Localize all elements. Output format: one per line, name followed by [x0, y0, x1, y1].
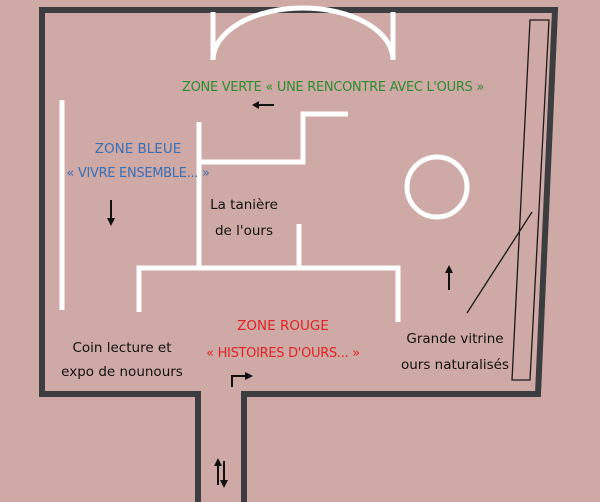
arrow-left-icon: [252, 101, 274, 109]
taniere-wall: [196, 111, 348, 268]
arrow-up-down-icon: [214, 458, 228, 488]
arrow-turn-right-icon: [231, 372, 253, 387]
vitrine-line1: Grande vitrine: [406, 331, 503, 347]
red-zone-wall: [136, 265, 401, 322]
zone-rouge-line1: ZONE ROUGE: [237, 318, 329, 334]
taniere-line1: La tanière: [210, 197, 278, 213]
arrow-up-icon: [445, 265, 453, 290]
vitrine-pointer-line: [466, 211, 533, 314]
vitrine-showcase: [511, 19, 550, 381]
taniere-line2: de l'ours: [215, 223, 273, 239]
arrow-down-icon: [107, 200, 115, 226]
round-display: [404, 154, 470, 220]
zone-rouge-line2: « HISTOIRES D'OURS... »: [206, 346, 360, 361]
top-arc-wall: [210, 5, 396, 61]
zone-bleue-line1: ZONE BLEUE: [95, 141, 182, 157]
coin-lecture-line2: expo de nounours: [61, 364, 183, 380]
zone-verte-label: ZONE VERTE « UNE RENCONTRE AVEC L'OURS »: [182, 80, 484, 95]
zone-bleue-line2: « VIVRE ENSEMBLE... »: [66, 166, 209, 181]
vitrine-line2: ours naturalisés: [401, 357, 509, 373]
coin-lecture-line1: Coin lecture et: [72, 340, 171, 356]
